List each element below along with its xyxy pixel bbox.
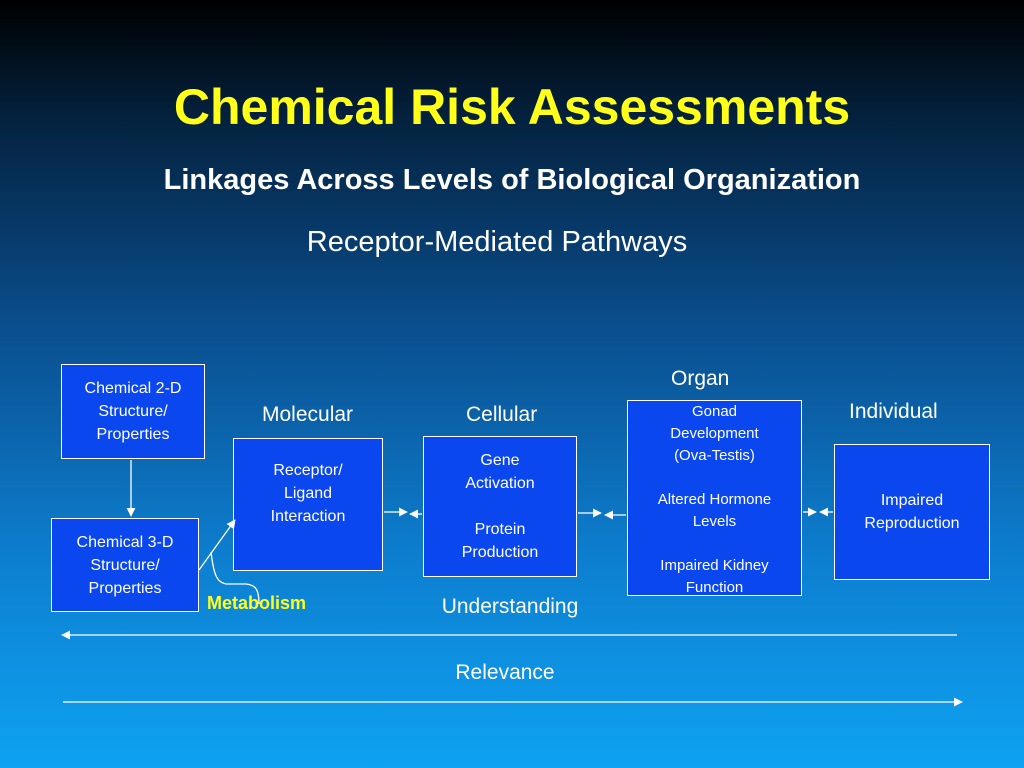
chemical-3d-box: Chemical 3-D Structure/ Properties — [51, 518, 199, 612]
header-molecular: Molecular — [262, 403, 354, 426]
header-cellular: Cellular — [466, 403, 538, 426]
chemical-2d-box: Chemical 2-D Structure/ Properties — [61, 364, 205, 459]
understanding-label: Understanding — [441, 595, 579, 618]
impaired-reproduction-text: Impaired Reproduction — [864, 492, 960, 532]
header-individual: Individual — [849, 400, 938, 423]
header-organ: Organ — [671, 367, 730, 390]
metabolism-bracket — [210, 551, 260, 605]
receptor-ligand-box: Receptor/ Ligand Interaction — [233, 438, 383, 571]
chemical-2d-text: Chemical 2-D Structure/ Properties — [84, 380, 182, 443]
gene-activation-box: Gene Activation Protein Production — [423, 436, 577, 577]
receptor-ligand-text: Receptor/ Ligand Interaction — [270, 462, 346, 525]
arrow-3d-to-receptor — [198, 519, 236, 571]
metabolism-label: Metabolism — [207, 593, 307, 613]
organ-effects-text: Gonad Development (Ova-Testis) Altered H… — [657, 403, 772, 596]
pathways-heading: Receptor-Mediated Pathways — [306, 226, 688, 258]
slide-title: Chemical Risk Assessments — [173, 79, 851, 135]
relevance-label: Relevance — [455, 661, 555, 684]
chemical-3d-text: Chemical 3-D Structure/ Properties — [76, 533, 174, 597]
gene-activation-text: Gene Activation Protein Production — [461, 452, 539, 561]
organ-effects-box: Gonad Development (Ova-Testis) Altered H… — [627, 400, 802, 596]
impaired-reproduction-box: Impaired Reproduction — [834, 444, 990, 580]
slide-subtitle: Linkages Across Levels of Biological Org… — [163, 164, 861, 196]
